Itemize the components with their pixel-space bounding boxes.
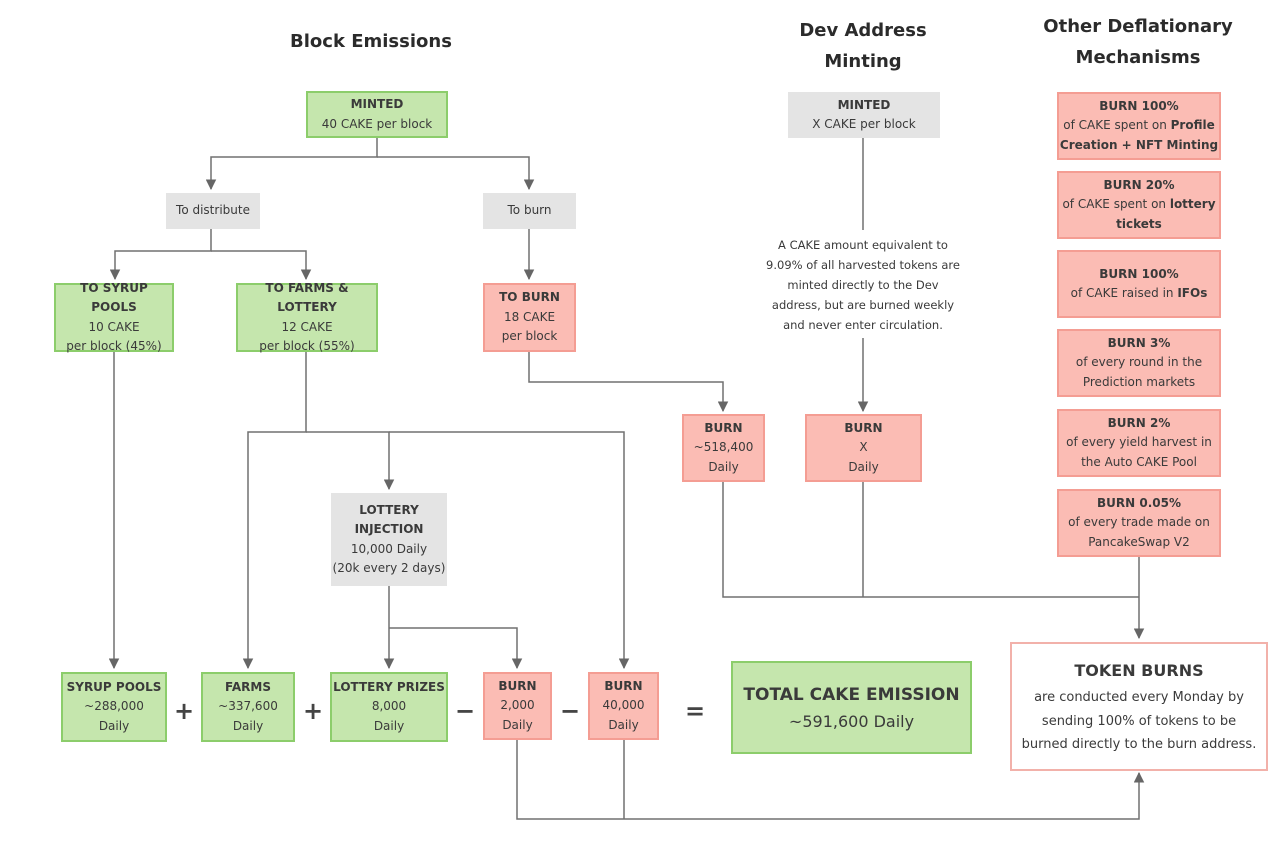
deflation-lottery-tickets-box: BURN 20% of CAKE spent on lottery ticket…	[1057, 171, 1221, 239]
plus-operator-2: +	[302, 697, 324, 725]
burn-2000-box: BURN 2,000 Daily	[483, 672, 552, 740]
dev-minted-box: MINTED X CAKE per block	[788, 92, 940, 138]
minted-box: MINTED 40 CAKE per block	[306, 91, 448, 138]
deflation-ifos-box: BURN 100% of CAKE raised in IFOs	[1057, 250, 1221, 318]
farms-daily-box: FARMS ~337,600 Daily	[201, 672, 295, 742]
dev-address-note: A CAKE amount equivalent to 9.09% of all…	[766, 238, 960, 332]
equals-operator: =	[684, 697, 706, 725]
deflation-profile-nft-box: BURN 100% of CAKE spent on Profile Creat…	[1057, 92, 1221, 160]
syrup-pools-daily-box: SYRUP POOLS ~288,000 Daily	[61, 672, 167, 742]
to-burn-label: To burn	[483, 193, 576, 229]
total-cake-emission-box: TOTAL CAKE EMISSION ~591,600 Daily	[731, 661, 972, 754]
to-burn-box: TO BURN 18 CAKE per block	[483, 283, 576, 352]
lottery-prizes-box: LOTTERY PRIZES 8,000 Daily	[330, 672, 448, 742]
to-farms-lottery-box: TO FARMS & LOTTERY 12 CAKE per block (55…	[236, 281, 378, 353]
burn-daily-box: BURN ~518,400 Daily	[682, 414, 765, 482]
minus-operator-2: −	[559, 697, 581, 725]
deflation-auto-cake-box: BURN 2% of every yield harvest in the Au…	[1057, 409, 1221, 477]
token-burns-box: TOKEN BURNS are conducted every Monday b…	[1010, 642, 1268, 771]
lottery-injection-box: LOTTERY INJECTION 10,000 Daily (20k ever…	[331, 493, 447, 586]
minus-operator-1: −	[454, 697, 476, 725]
header-dev-address-minting: Dev Address Minting	[799, 20, 927, 72]
dev-burn-box: BURN X Daily	[805, 414, 922, 482]
header-other-deflationary: Other Deflationary Mechanisms	[1043, 16, 1233, 68]
plus-operator-1: +	[173, 697, 195, 725]
to-distribute-label: To distribute	[166, 193, 260, 229]
deflation-prediction-box: BURN 3% of every round in the Prediction…	[1057, 329, 1221, 397]
header-block-emissions: Block Emissions	[290, 31, 452, 52]
to-syrup-pools-box: TO SYRUP POOLS 10 CAKE per block (45%)	[54, 281, 174, 353]
deflation-trade-box: BURN 0.05% of every trade made on Pancak…	[1057, 489, 1221, 557]
burn-40000-box: BURN 40,000 Daily	[588, 672, 659, 740]
